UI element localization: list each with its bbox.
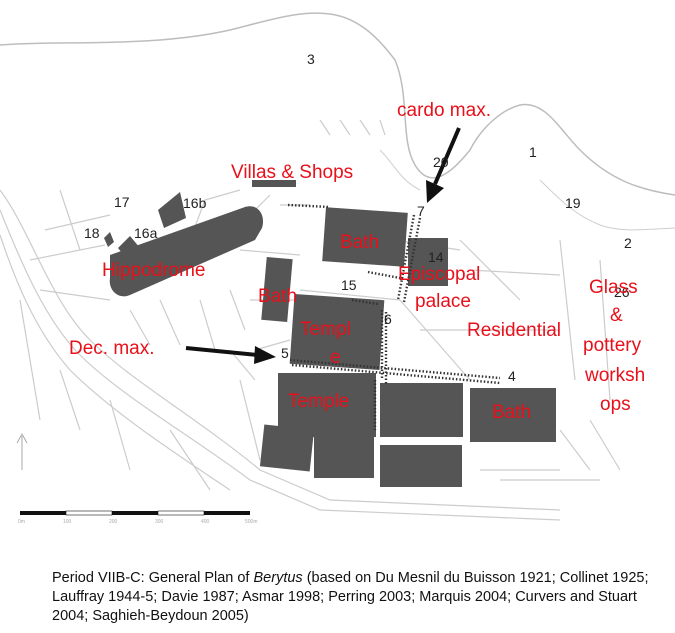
site-number-17: 17 xyxy=(114,194,130,210)
hippodrome-block xyxy=(109,206,264,297)
north-arrow-icon xyxy=(16,432,28,470)
area-labels: cardo max. Villas & Shops Bath Episcopal… xyxy=(69,100,645,423)
figure-caption: Period VIIB-C: General Plan of Berytus (… xyxy=(52,569,652,626)
label-bath-left: Bath xyxy=(258,286,297,307)
street-grid xyxy=(0,119,621,521)
site-number-21: 21 xyxy=(503,402,519,418)
site-number-10: 10 xyxy=(174,244,190,260)
block-temple-upper xyxy=(289,293,385,371)
site-number-26: 26 xyxy=(614,284,630,300)
scale-tick-3: 300 xyxy=(155,519,164,525)
block-bottom-mid xyxy=(314,436,374,478)
scale-tick-5: 500m xyxy=(245,519,258,525)
colonnades xyxy=(287,203,501,430)
site-number-6: 6 xyxy=(384,311,392,327)
site-number-16b: 16b xyxy=(183,195,207,211)
site-number-13: 13 xyxy=(356,232,372,248)
block-villas xyxy=(252,180,296,187)
caption-prefix: Period VIIB-C: General Plan of xyxy=(52,570,254,586)
site-number-20: 20 xyxy=(433,154,449,170)
label-hippodrome: Hippodrome xyxy=(102,260,206,281)
label-decumanus-maximus: Dec. max. xyxy=(69,338,155,359)
block-bath-top xyxy=(322,207,408,267)
block-18 xyxy=(104,232,114,247)
block-center-right xyxy=(380,383,463,437)
site-number-12: 12 xyxy=(317,385,333,401)
site-numbers: 3 1 20 19 7 2 17 16b 18 16a 10 13 14 9 1… xyxy=(84,51,632,418)
block-bottom-left xyxy=(259,424,315,472)
site-number-16a: 16a xyxy=(134,225,158,241)
cardo-arrow xyxy=(426,127,461,203)
label-temple-upper-1: Templ xyxy=(300,319,351,340)
scale-tick-4: 400 xyxy=(201,519,210,525)
site-number-3: 3 xyxy=(307,51,315,67)
site-number-18: 18 xyxy=(84,225,100,241)
label-glass: Glass xyxy=(589,277,638,298)
caption-sources: (based on Du Mesnil du Buisson 1921; Col… xyxy=(52,570,649,624)
site-number-7: 7 xyxy=(417,203,425,219)
building-blocks xyxy=(104,180,556,487)
block-temple-lower xyxy=(278,373,376,437)
site-number-14: 14 xyxy=(428,249,444,265)
site-number-15: 15 xyxy=(341,277,357,293)
label-residential: Residential xyxy=(467,320,561,341)
site-number-1: 1 xyxy=(529,144,537,160)
label-cardo-maximus: cardo max. xyxy=(397,100,491,121)
site-number-4: 4 xyxy=(508,368,516,384)
label-palace: palace xyxy=(415,291,471,312)
scale-bar: 0m 100 200 300 400 500m xyxy=(18,510,258,525)
scale-tick-1: 100 xyxy=(63,519,72,525)
label-bath-right: Bath xyxy=(492,402,531,423)
label-bath-top: Bath xyxy=(340,232,379,253)
label-worksh: worksh xyxy=(584,365,645,386)
label-temple-lower: Temple xyxy=(288,391,349,412)
block-bath-left xyxy=(261,256,293,323)
coastline xyxy=(0,12,675,196)
coastline-inner xyxy=(379,149,675,231)
caption-place: Berytus xyxy=(253,570,303,586)
label-ops: ops xyxy=(600,394,631,415)
site-number-9: 9 xyxy=(280,280,288,296)
site-plan-map: 0m 100 200 300 400 500m 3 1 20 19 7 2 17… xyxy=(0,12,675,525)
scale-tick-0: 0m xyxy=(18,519,25,525)
site-number-5: 5 xyxy=(281,345,289,361)
block-16b xyxy=(158,192,186,228)
scale-tick-2: 200 xyxy=(109,519,118,525)
site-number-2: 2 xyxy=(624,235,632,251)
label-temple-upper-2: e xyxy=(330,347,341,368)
site-number-19: 19 xyxy=(565,195,581,211)
block-bath-right xyxy=(470,388,556,442)
block-16a xyxy=(118,236,140,258)
label-pottery: pottery xyxy=(583,335,642,356)
label-ampersand: & xyxy=(610,305,623,326)
label-villas-shops: Villas & Shops xyxy=(231,162,353,183)
label-episcopal: Episcopal xyxy=(398,264,480,285)
block-bottom-right xyxy=(380,445,462,487)
decumanus-arrow xyxy=(185,346,276,364)
